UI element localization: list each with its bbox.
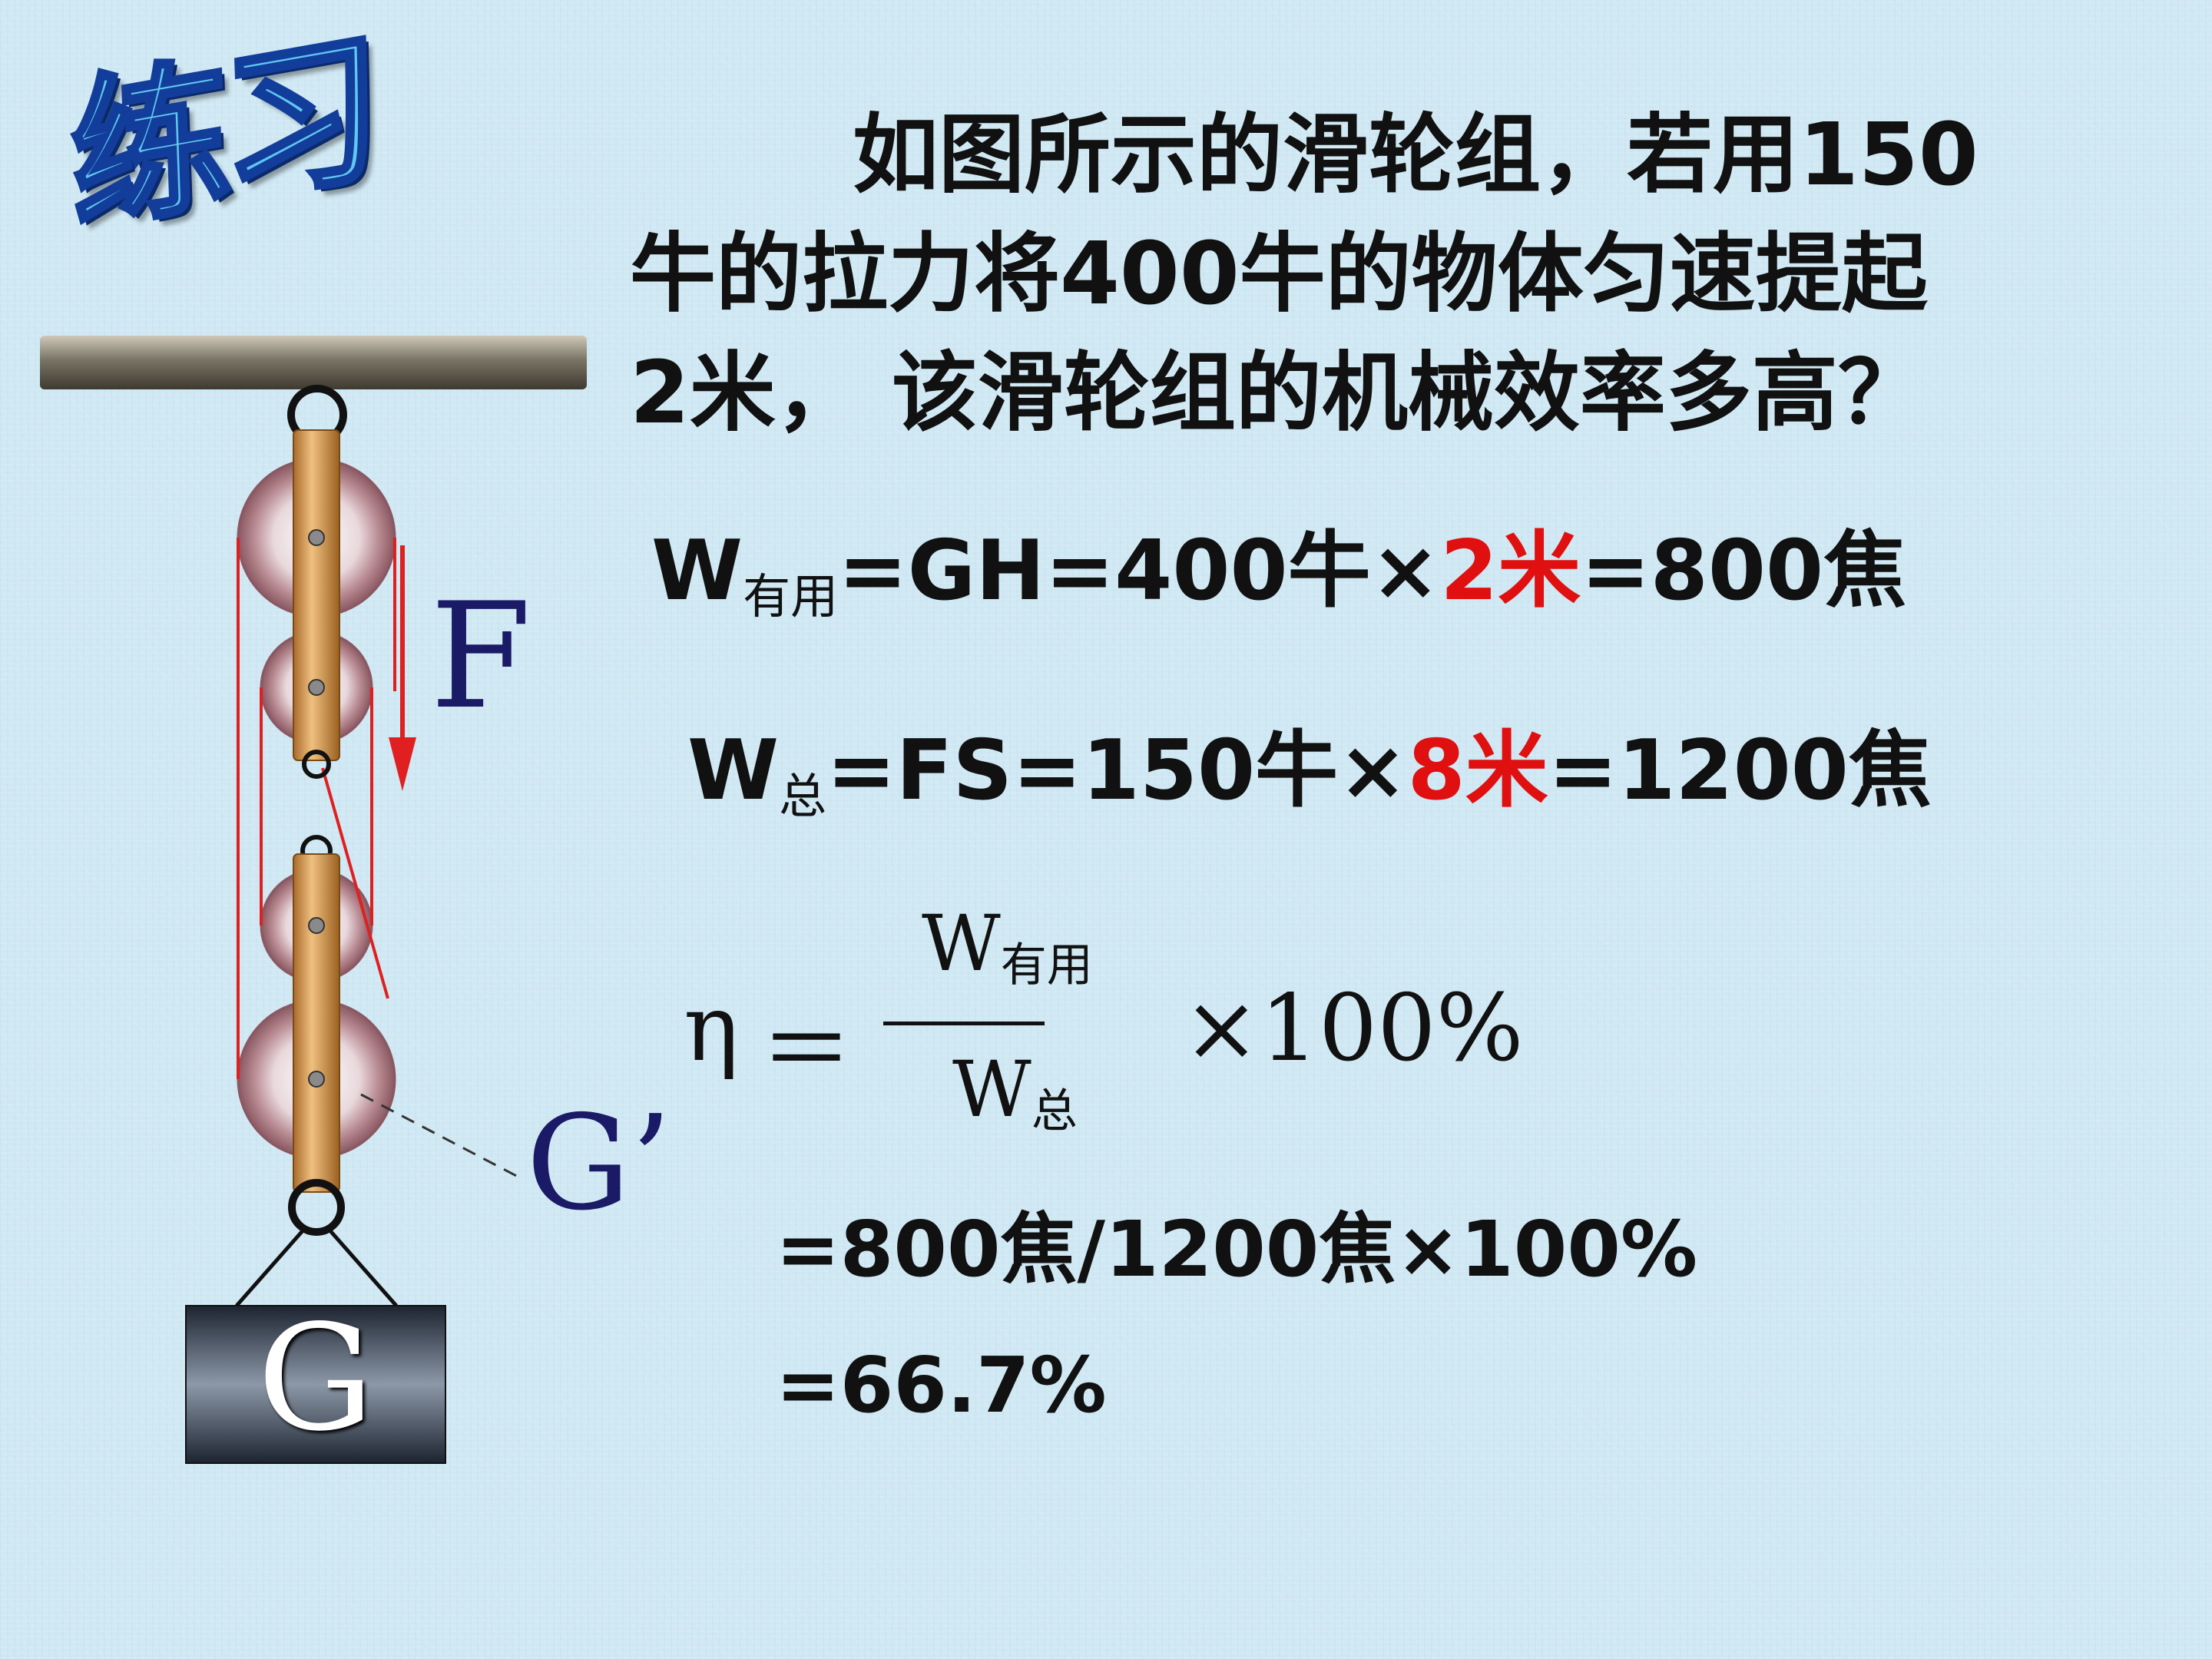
useful-work-equation: W有用=GH=400牛×2米=800焦 xyxy=(651,530,1906,621)
lower-axle-2 xyxy=(308,1071,325,1088)
pulley-label: G’ xyxy=(526,1088,672,1240)
bottom-hook-ring xyxy=(288,1179,345,1236)
efficiency-formula: η ＝ W有用 W总 ×100% xyxy=(676,891,1598,1144)
question-line-3: 2米， 该滑轮组的机械效率多高？ xyxy=(630,343,1924,443)
lower-axle-1 xyxy=(308,917,325,934)
useful-result: =800焦 xyxy=(1581,523,1907,619)
total-work-equation: W总=FS=150牛×8米=1200焦 xyxy=(687,730,1932,820)
upper-axle-1 xyxy=(308,529,325,546)
pulley-diagram xyxy=(40,336,587,1464)
total-distance: 8米 xyxy=(1407,723,1548,819)
question-line-1: 如图所示的滑轮组，若用150 xyxy=(853,105,1979,205)
eta-symbol: η xyxy=(684,975,739,1082)
ceiling-beam xyxy=(40,336,587,389)
force-arrow xyxy=(389,545,416,791)
ropes xyxy=(237,538,396,1079)
times-hundred-percent: ×100% xyxy=(1183,975,1524,1082)
useful-w: W xyxy=(651,523,743,619)
total-w: W xyxy=(687,723,780,819)
upper-axle-2 xyxy=(308,679,325,696)
total-mid: =FS=150牛× xyxy=(826,723,1408,819)
fraction-bar xyxy=(883,1022,1045,1025)
useful-mid: =GH=400牛× xyxy=(838,523,1441,619)
fraction-denominator: W总 xyxy=(952,1045,1078,1138)
lower-frame-bar xyxy=(293,853,340,1193)
question-text: 如图所示的滑轮组，若用150 牛的拉力将400牛的物体匀速提起 2米， 该滑轮组… xyxy=(630,96,2128,453)
calc-step-1: =800焦/1200焦×100% xyxy=(776,1204,1698,1294)
weight-block xyxy=(185,1305,446,1464)
efficiency-equals: ＝ xyxy=(760,998,853,1104)
fraction-numerator: W有用 xyxy=(922,899,1093,992)
useful-sub: 有用 xyxy=(743,568,839,624)
upper-frame-bar xyxy=(293,429,340,761)
weight-label: G xyxy=(257,1293,374,1463)
total-result: =1200焦 xyxy=(1548,723,1932,819)
total-sub: 总 xyxy=(779,768,827,824)
force-label: F xyxy=(430,571,531,741)
useful-distance: 2米 xyxy=(1440,523,1581,619)
question-line-2: 牛的拉力将400牛的物体匀速提起 xyxy=(630,224,1928,324)
pulley-pointer-line xyxy=(360,1093,523,1181)
calc-step-2: =66.7% xyxy=(776,1340,1107,1430)
